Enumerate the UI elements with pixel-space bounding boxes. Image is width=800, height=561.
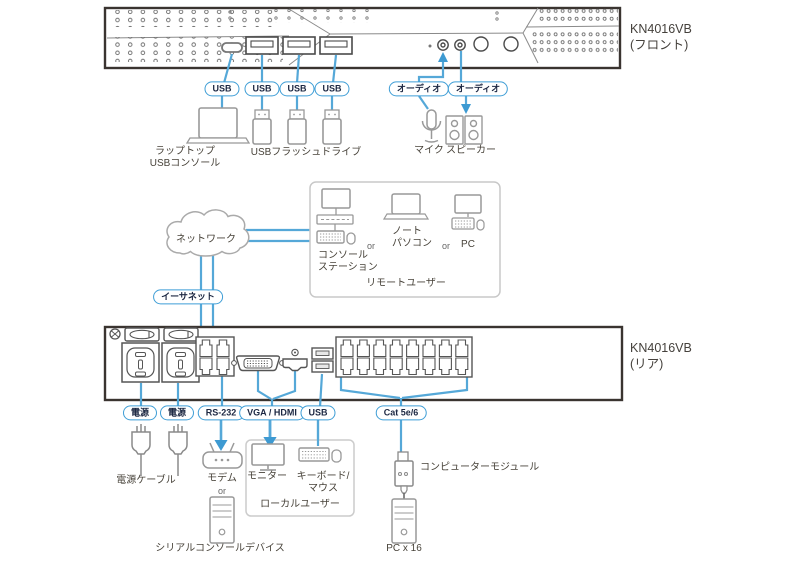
- vga-port: [231, 355, 285, 372]
- remote-laptop-caption: ノート パソコン: [392, 226, 432, 249]
- laptop-icon: [185, 107, 251, 144]
- mic-caption: マイク: [414, 145, 444, 156]
- flash-drive-caption: USBフラッシュドライブ: [250, 147, 362, 158]
- network-cloud-caption: ネットワーク: [176, 234, 236, 245]
- mini-usb-port: [221, 42, 243, 53]
- usb-label-4: USB: [314, 81, 350, 97]
- usb-label-1: USB: [204, 81, 240, 97]
- computer-module-icon: [394, 451, 414, 499]
- cat5e6-label: Cat 5e/6: [375, 405, 427, 421]
- remote-laptop-icon: [382, 193, 430, 220]
- modem-caption: モデム: [207, 473, 237, 484]
- ground-screw: [109, 328, 121, 340]
- local-arrow-redraw: [263, 420, 320, 448]
- power-plug-icons: [131, 424, 188, 476]
- remote-pc-caption: PC: [461, 239, 475, 250]
- pc-x16-caption: PC x 16: [386, 543, 422, 554]
- arrow-up-mic-jack: [438, 52, 448, 62]
- front-pushbuttons: [473, 36, 519, 52]
- vga-hdmi-label: VGA / HDMI: [239, 405, 305, 421]
- remote-user-caption: リモートユーザー: [366, 278, 446, 289]
- kvm-port-block: [335, 336, 473, 378]
- front-usb-ports: [245, 36, 353, 55]
- usb-label-3: USB: [279, 81, 315, 97]
- audio-label-speaker: オーディオ: [447, 81, 509, 97]
- usb-label-rear: USB: [300, 405, 336, 421]
- or-label-3: or: [217, 486, 227, 496]
- audio-label-mic: オーディオ: [388, 81, 450, 97]
- network-cloud: [166, 209, 250, 257]
- microphone-icon: [421, 109, 442, 143]
- front-connection-lines: [220, 51, 468, 110]
- console-station-caption: コンソール ステーション: [318, 250, 378, 273]
- power-inlets: [121, 342, 200, 383]
- power-cable-caption: 電源ケーブル: [116, 475, 176, 486]
- computer-module-caption: コンピューターモジュール: [420, 462, 540, 473]
- local-monitor-icon: [251, 443, 285, 471]
- remote-pc-icon: [451, 194, 485, 231]
- or-label-2: or: [441, 241, 451, 251]
- power-label-2: 電源: [159, 405, 195, 421]
- rear-panel-title: KN4016VB (リア): [630, 341, 692, 371]
- rear-usb-ports: [311, 347, 334, 373]
- ethernet-label: イーサネット: [153, 289, 223, 305]
- usb-label-2: USB: [244, 81, 280, 97]
- rs232-label: RS-232: [197, 405, 245, 421]
- front-panel-title: KN4016VB (フロント): [630, 22, 692, 52]
- remote-user-box: [309, 181, 501, 298]
- monitor-caption: モニター: [247, 471, 287, 482]
- console-station-icon: [316, 188, 356, 245]
- keyboard-mouse-caption: キーボード/ マウス: [296, 471, 350, 494]
- front-audio-jacks: [428, 39, 466, 51]
- pc-tower-icon: [391, 498, 417, 544]
- speaker-icon: [445, 115, 483, 145]
- local-keyboard-mouse-icon: [298, 447, 342, 463]
- serial-console-device-icon: [209, 496, 235, 544]
- rear-connectors: [109, 327, 473, 383]
- led-indicators: [228, 9, 499, 23]
- modem-icon: [202, 442, 243, 469]
- usb-flash-drive-icons: [252, 109, 342, 145]
- front-panel: [103, 6, 622, 70]
- vent-holes: [111, 8, 618, 62]
- audio-arrows: [438, 52, 471, 114]
- local-user-caption: ローカルユーザー: [260, 499, 340, 510]
- arrow-down-speaker: [461, 104, 471, 114]
- speaker-caption: スピーカー: [446, 145, 496, 156]
- lan-serial-port-block: [195, 336, 235, 377]
- or-label-1: or: [366, 241, 376, 251]
- arrow-down-modem: [214, 440, 228, 451]
- power-switches: [124, 327, 199, 342]
- serial-console-caption: シリアルコンソールデバイス: [155, 543, 285, 554]
- laptop-caption: ラップトップ USBコンソール: [149, 146, 221, 169]
- hdmi-port: [282, 348, 308, 372]
- power-label-1: 電源: [122, 405, 158, 421]
